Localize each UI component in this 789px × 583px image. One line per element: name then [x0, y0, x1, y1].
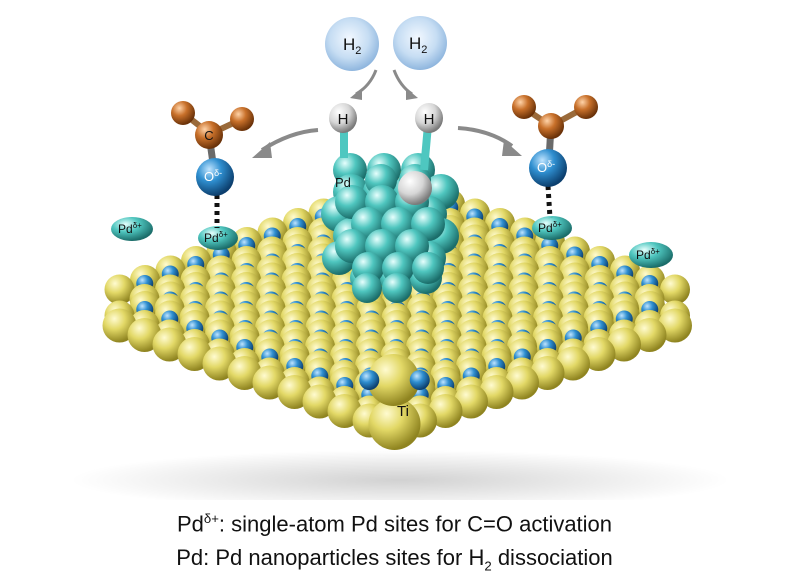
caption-line-1: Pdδ+: single-atom Pd sites for C=O activ… [0, 511, 789, 537]
delta-minus-label: δ- [547, 159, 555, 169]
pd-site-label: Pd [538, 221, 553, 235]
oxygen-label: O [537, 160, 547, 175]
dashed-bond-right [545, 185, 553, 219]
pd-site-label: Pd [204, 231, 219, 245]
svg-text:Pdδ+: Pdδ+ [636, 247, 660, 262]
pd-atom [352, 273, 382, 303]
h2-label: H [343, 35, 355, 54]
pd-single-atom-right-far: Pdδ+ [629, 242, 673, 268]
h-atom-left: H [329, 103, 357, 158]
ti-atom [428, 394, 463, 428]
svg-text:H2: H2 [343, 35, 361, 57]
ti-atom [658, 308, 692, 343]
caption-line-1-text: : single-atom Pd sites for C=O activatio… [218, 511, 613, 537]
arrow-h-transfer-right [457, 126, 522, 156]
h2-subscript: 2 [355, 45, 361, 57]
caption-h2-subscript: 2 [484, 558, 492, 574]
ti-atom [660, 274, 690, 305]
catalyst-diagram: Ti Pdδ+ Pdδ+ Pdδ+ Pdδ+ C Oδ- [70, 16, 730, 500]
svg-text:Pdδ+: Pdδ+ [204, 230, 228, 245]
ti-atom [454, 384, 488, 419]
o-atom [359, 370, 380, 390]
pd-single-atom-left-far: Pdδ+ [111, 217, 153, 241]
h2-subscript: 2 [421, 44, 427, 56]
ti-atom [581, 337, 616, 371]
svg-text:H2: H2 [409, 34, 427, 56]
carbonyl-molecule-right: Oδ- [512, 95, 598, 187]
ti-atom [530, 356, 565, 390]
h2-molecule-right: H2 [393, 16, 447, 70]
h-atom-right: H [415, 103, 443, 171]
ti-atom [607, 327, 641, 362]
carbonyl-molecule-left: C Oδ- [171, 101, 254, 196]
delta-plus-label: δ+ [651, 247, 660, 256]
arrow-h2-dissociation-left [350, 69, 378, 100]
svg-text:Oδ-: Oδ- [204, 168, 222, 184]
caption-line-2-text-a: Pd: Pd nanoparticles sites for H [176, 545, 485, 570]
arrow-h2-dissociation-right [392, 69, 418, 100]
h-label: H [338, 111, 349, 128]
ti-label: Ti [397, 403, 409, 420]
arrow-h-transfer-left [252, 128, 319, 158]
pd-atom [412, 252, 444, 284]
h-label: H [424, 111, 435, 128]
pd-nanoparticle [321, 153, 459, 303]
delta-plus-label: δ+ [219, 230, 228, 239]
oxygen-label: O [204, 169, 214, 184]
svg-text:Pdδ+: Pdδ+ [118, 221, 142, 236]
ti-atom [104, 274, 135, 305]
pd-hydride-site [398, 171, 432, 205]
delta-plus-label: δ+ [553, 220, 562, 229]
ti-atom [556, 346, 590, 381]
caption-pd-prefix: Pd [176, 511, 204, 537]
carbon-label: C [204, 128, 213, 143]
pd-atom [382, 273, 412, 303]
pd-site-label: Pd [636, 248, 651, 262]
delta-minus-label: δ- [214, 168, 222, 178]
caption-line-2: Pd: Pd nanoparticles sites for H2 dissoc… [0, 545, 789, 573]
ti-atom [479, 375, 514, 409]
pd-site-label: Pd [118, 222, 133, 236]
svg-text:Oδ-: Oδ- [537, 159, 555, 175]
delta-plus-label: δ+ [133, 221, 142, 230]
pd-single-atom-right: Pdδ+ [532, 216, 572, 240]
o-atom [409, 370, 430, 390]
ti-atom [505, 365, 539, 400]
pd-single-atom-left: Pdδ+ [198, 226, 238, 250]
svg-text:Pdδ+: Pdδ+ [538, 220, 562, 235]
ti-atom [632, 318, 667, 352]
ti-atom [367, 354, 420, 406]
caption-line-2-text-b: dissociation [491, 545, 613, 570]
h2-label: H [409, 34, 421, 53]
ti-atom [368, 398, 421, 450]
h2-molecule-left: H2 [325, 17, 379, 71]
pd-cluster-label: Pd [335, 175, 351, 190]
caption-delta-plus: δ+ [203, 511, 219, 526]
